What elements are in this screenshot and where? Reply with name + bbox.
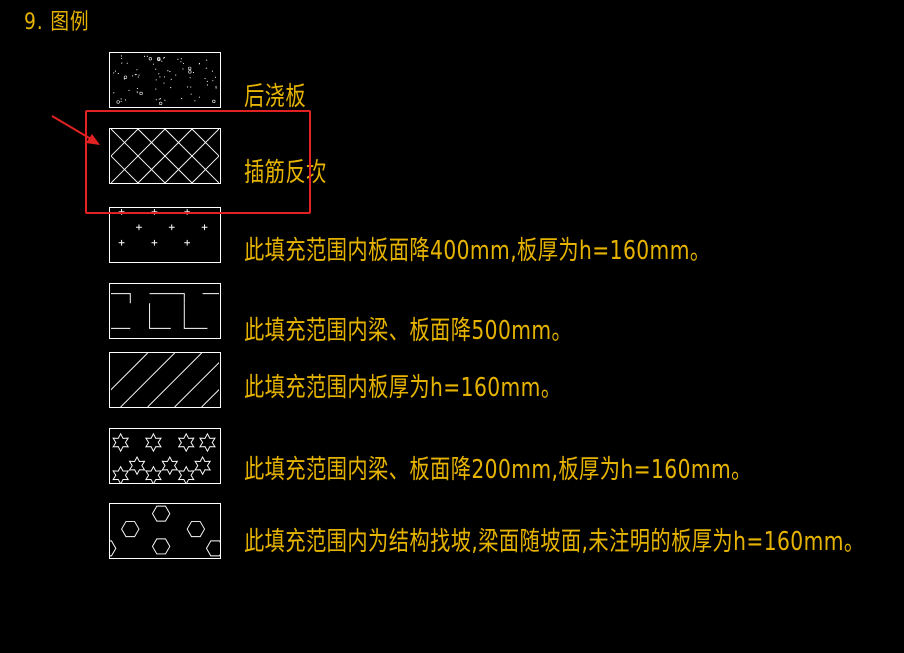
highlight-box xyxy=(85,110,311,214)
swatch-speckle xyxy=(109,52,221,108)
swatch-stars xyxy=(109,428,221,484)
swatch-hexagons xyxy=(109,503,221,559)
legend-label-5: 此填充范围内板厚为h=160mm。 xyxy=(244,373,562,403)
legend-label-2: 插筋反坎 xyxy=(244,158,327,188)
swatch-stepped xyxy=(109,283,221,339)
swatch-diagonal xyxy=(109,352,221,408)
legend-label-7: 此填充范围内为结构找坡,梁面随坡面,未注明的板厚为h=160mm。 xyxy=(244,527,865,557)
swatch-crosshatch xyxy=(109,128,221,184)
legend-label-4: 此填充范围内梁、板面降500mm。 xyxy=(244,316,573,346)
legend-label-6: 此填充范围内梁、板面降200mm,板厚为h=160mm。 xyxy=(244,455,752,485)
legend-label-3: 此填充范围内板面降400mm,板厚为h=160mm。 xyxy=(244,236,711,266)
legend-label-1: 后浇板 xyxy=(244,82,307,112)
legend-heading: 9. 图例 xyxy=(24,10,90,35)
swatch-plus xyxy=(109,207,221,263)
